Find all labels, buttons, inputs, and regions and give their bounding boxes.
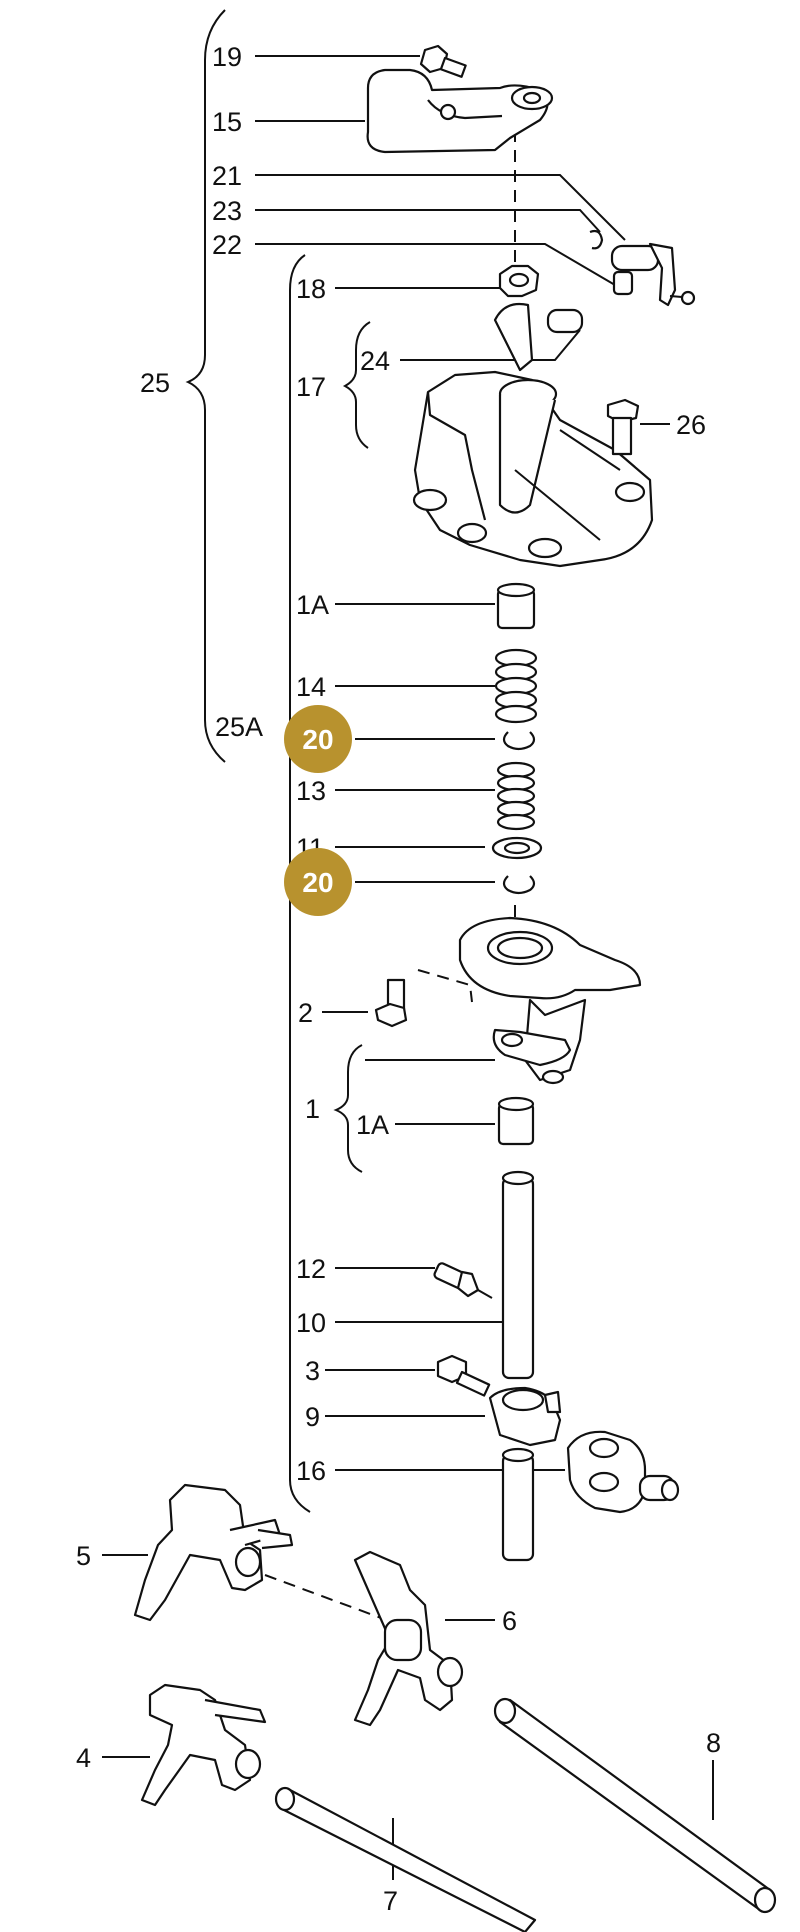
spring-14 xyxy=(494,648,538,724)
label-21: 21 xyxy=(212,161,242,191)
label-2: 2 xyxy=(298,998,313,1028)
label-4: 4 xyxy=(76,1743,91,1773)
label-14: 14 xyxy=(296,672,326,702)
ring-23 xyxy=(589,229,604,250)
label-10: 10 xyxy=(296,1308,326,1338)
lever-16 xyxy=(501,1430,680,1562)
label-26: 26 xyxy=(676,410,706,440)
label-22: 22 xyxy=(212,230,242,260)
washer-11 xyxy=(491,836,543,860)
fork-6 xyxy=(353,1550,464,1727)
circlip-20-first xyxy=(502,731,536,751)
label-3: 3 xyxy=(305,1356,320,1386)
brace-1 xyxy=(333,1044,363,1173)
highlight-badge-20-second[interactable]: 20 xyxy=(284,848,352,916)
label-8: 8 xyxy=(706,1728,721,1758)
cover-15 xyxy=(366,68,554,154)
bracket-1 xyxy=(458,916,642,1085)
nut-18 xyxy=(498,264,540,298)
badge-label: 20 xyxy=(302,724,333,755)
bolt-19 xyxy=(419,44,467,78)
leader-lines xyxy=(102,55,714,1880)
bolt-26 xyxy=(606,398,640,456)
pin-22 xyxy=(612,270,634,296)
label-1a-bottom: 1A xyxy=(356,1110,389,1140)
label-12: 12 xyxy=(296,1254,326,1284)
spring-13 xyxy=(496,761,536,831)
part-labels: 19 15 21 23 22 18 24 17 25 26 1A 14 25A … xyxy=(76,42,721,1916)
label-18: 18 xyxy=(296,274,326,304)
label-1: 1 xyxy=(305,1094,320,1124)
circlip-20-second xyxy=(502,875,536,895)
brace-17 xyxy=(342,321,371,449)
badge-label: 20 xyxy=(302,867,333,898)
label-25a: 25A xyxy=(215,712,263,742)
label-7: 7 xyxy=(383,1886,398,1916)
label-25: 25 xyxy=(140,368,170,398)
rail-8 xyxy=(493,1697,777,1914)
fork-5 xyxy=(133,1483,294,1622)
pin-24 xyxy=(546,308,584,334)
bolt-3 xyxy=(436,1354,491,1397)
label-13: 13 xyxy=(296,776,326,806)
label-17: 17 xyxy=(296,372,326,402)
shaft-10 xyxy=(501,1170,535,1380)
axis-rails xyxy=(264,1574,401,1626)
housing-17 xyxy=(412,302,654,568)
badge-circle xyxy=(284,848,352,916)
fork-4 xyxy=(140,1683,267,1807)
label-19: 19 xyxy=(212,42,242,72)
plug-12 xyxy=(433,1262,493,1299)
rail-7 xyxy=(274,1786,537,1932)
highlight-badge-20-first[interactable]: 20 xyxy=(284,705,352,773)
bolt-2 xyxy=(374,978,408,1028)
label-24: 24 xyxy=(360,346,390,376)
label-9: 9 xyxy=(305,1402,320,1432)
badge-circle xyxy=(284,705,352,773)
collar-9 xyxy=(488,1386,562,1447)
label-23: 23 xyxy=(212,196,242,226)
axis-bolt-2 xyxy=(417,969,473,1003)
label-15: 15 xyxy=(212,107,242,137)
label-1a-top: 1A xyxy=(296,590,329,620)
label-5: 5 xyxy=(76,1541,91,1571)
brace-25 xyxy=(185,9,226,763)
bushing-1a-bottom xyxy=(497,1096,535,1146)
label-6: 6 xyxy=(502,1606,517,1636)
lever-21 xyxy=(610,242,696,307)
bushing-1a-top xyxy=(496,582,536,630)
label-16: 16 xyxy=(296,1456,326,1486)
